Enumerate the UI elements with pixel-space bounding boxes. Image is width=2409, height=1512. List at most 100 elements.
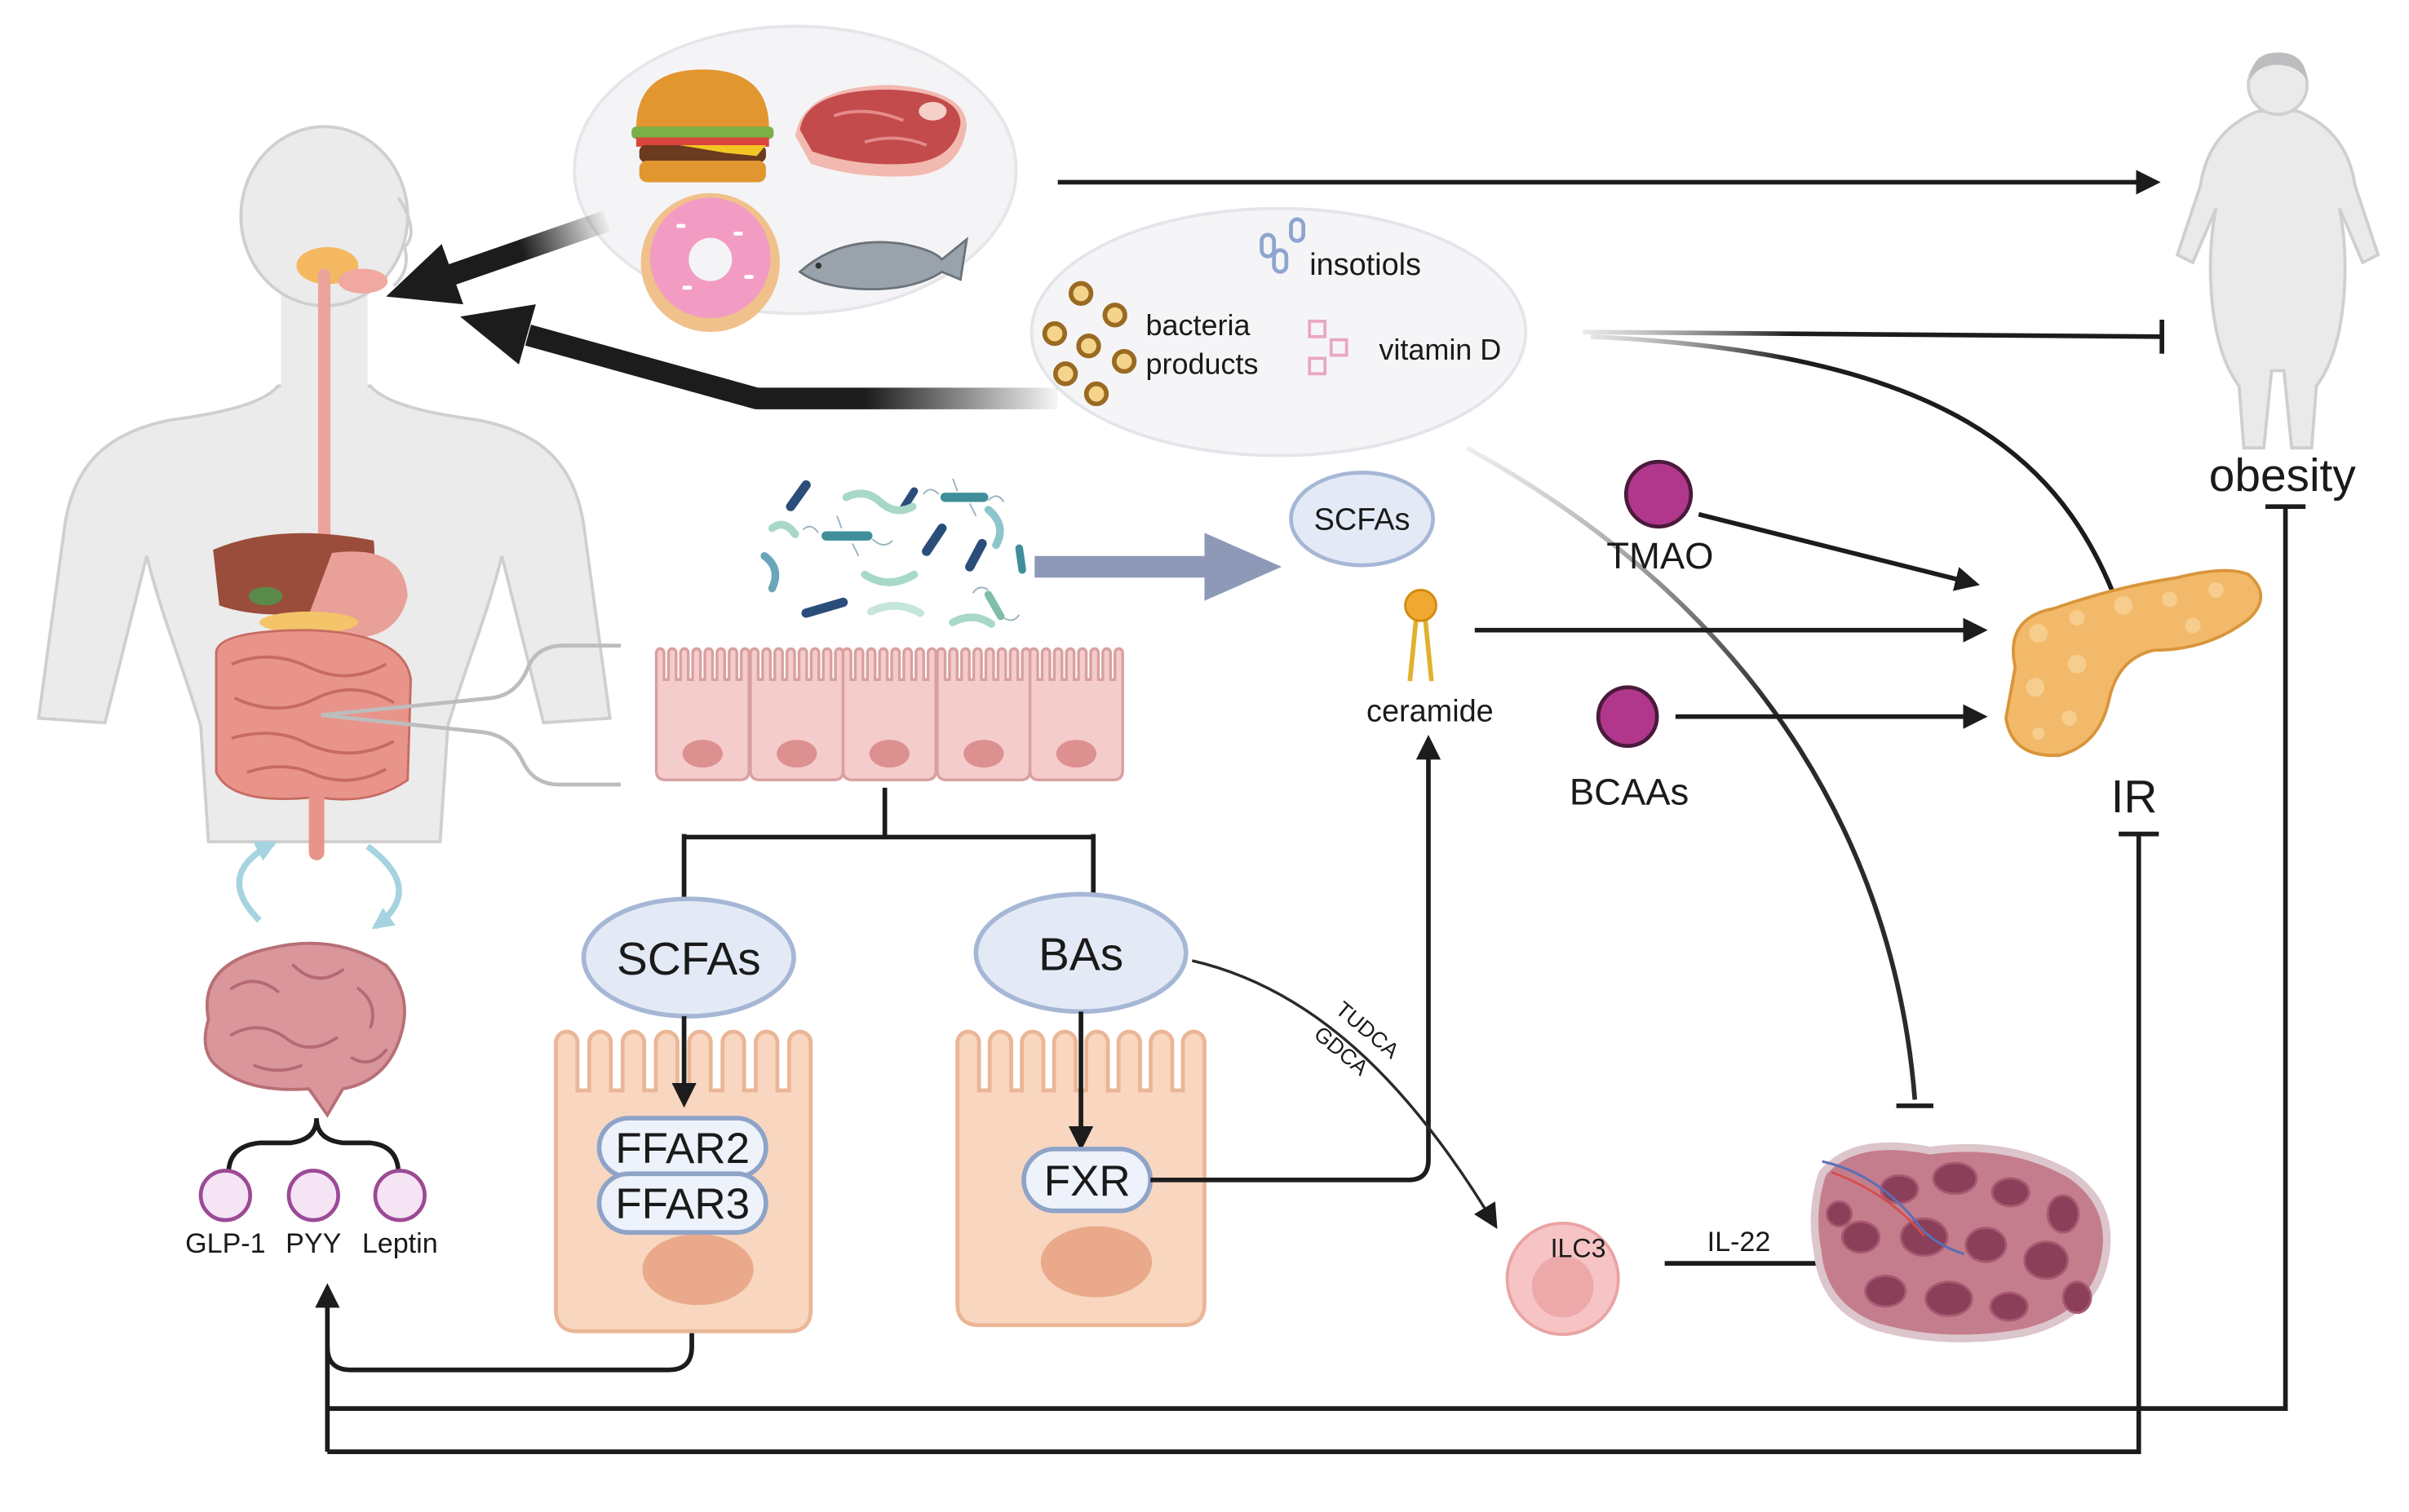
diet-to-mouth-arrow-part — [386, 244, 463, 305]
right-cell-nucleus — [1040, 1226, 1153, 1298]
glp1-label: GLP-1 — [185, 1228, 265, 1259]
supplements-to-mouth-arrow-part — [460, 304, 536, 365]
steak-icon-part — [833, 109, 928, 147]
supplements-to-mouth-arrow-part — [525, 325, 1058, 409]
scfas-top-bubble — [1289, 471, 1436, 568]
leptin-icon — [373, 1169, 427, 1222]
vitamin-d-label: vitamin D — [1379, 333, 1501, 366]
brain-icon-part — [203, 941, 406, 1118]
brain-icon — [203, 941, 406, 1118]
bacteria-products-icon-part — [1102, 303, 1127, 328]
burger-icon-part — [635, 69, 769, 129]
bacteria-icon — [760, 478, 1026, 628]
bacteria-icon-part — [801, 597, 848, 618]
il22-label: IL-22 — [1707, 1227, 1771, 1258]
obese-person-icon — [2175, 52, 2380, 450]
donut-icon-part-part — [733, 232, 743, 236]
bacteria-products-icon-part — [1076, 334, 1101, 359]
bacteria-icon-part — [768, 520, 799, 538]
ceramide-icon-part — [1423, 619, 1434, 682]
bacteria-icon-part — [965, 538, 987, 572]
bacteria-icon-part — [786, 480, 811, 511]
supplements-inhibit-obesity — [1583, 320, 2164, 354]
intestine-folds-part — [233, 687, 395, 710]
adipose-tissue-icon-part — [2061, 1280, 2092, 1315]
pancreas-icon — [2004, 568, 2262, 758]
ceramide-icon-part — [1404, 588, 1437, 622]
supplements-inhibit-obesity-part — [1583, 329, 2163, 339]
gallbladder — [248, 586, 283, 606]
adipose-tissue-icon-part — [1964, 1227, 2008, 1263]
obesity-inhibits-hormones-line — [327, 504, 2306, 1411]
pancreas-icon-part — [2026, 581, 2224, 741]
bacteria-icon-part — [949, 613, 996, 628]
bas-to-ilc3-arrow — [1191, 959, 1498, 1229]
ir-inhibits-hormones-line — [327, 831, 2159, 1454]
left-cell-nucleus — [642, 1234, 754, 1306]
pancreas-icon-part-part — [2069, 610, 2085, 626]
epithelial-cell — [1028, 647, 1124, 782]
bcaas-icon — [1596, 685, 1659, 749]
tmao-icon — [1623, 459, 1694, 529]
supplements-to-mouth-arrow — [460, 304, 1058, 409]
glp1-icon — [198, 1169, 253, 1222]
vitamin-d-icon-part — [1308, 320, 1327, 338]
adipose-tissue-icon-part — [1825, 1200, 1853, 1228]
fish-icon — [798, 237, 968, 291]
microbiota-to-metabolites-arrow — [1034, 533, 1282, 601]
epithelium-branch-lines — [681, 787, 1096, 912]
pancreas-icon-part-part — [2162, 591, 2178, 608]
epithelial-nucleus — [963, 740, 1004, 768]
adipose-tissue-icon-part — [1924, 1280, 1973, 1317]
donut-icon — [640, 192, 780, 333]
bacteria-products-label-line2: products — [1146, 347, 1259, 380]
ilc3-cell-icon-part — [1531, 1255, 1594, 1318]
ceramide-icon-part — [1407, 619, 1419, 682]
bacteria-icon-part — [899, 487, 919, 512]
bacteria-icon-part — [984, 590, 1005, 621]
insotiols-label: insotiols — [1309, 248, 1421, 282]
pancreas-icon-part-part — [2029, 624, 2048, 643]
bacteria-icon-part — [760, 552, 780, 593]
intestinal-epithelium — [654, 647, 1124, 782]
obese-person-icon-part — [2175, 109, 2380, 450]
ceramide-icon — [1404, 588, 1437, 682]
scfas-top-label: SCFAs — [1314, 503, 1410, 537]
ffar3-label: FFAR3 — [615, 1180, 750, 1228]
fish-icon-part — [815, 262, 822, 269]
steak-icon — [795, 85, 967, 177]
donut-icon-part-part — [682, 285, 693, 290]
pancreas-icon-part-part — [2208, 581, 2224, 598]
burger-icon-part — [631, 126, 774, 139]
bacteria-icon-part — [866, 602, 924, 617]
epithelial-nucleus — [869, 740, 910, 768]
epithelial-nucleus — [1056, 740, 1096, 768]
bacteria-products-label-line1: bacteria — [1146, 308, 1251, 342]
epithelial-nucleus — [777, 740, 817, 768]
pancreas-body — [2004, 568, 2262, 758]
burger-icon-part — [635, 137, 769, 147]
bacteria-products-icon-part — [1052, 361, 1078, 387]
pancreas-icon-part-part — [2032, 727, 2045, 741]
pancreas-icon-part-part — [2114, 595, 2133, 615]
diet-to-mouth-arrow-part — [447, 210, 611, 285]
bacteria-products-icon — [1042, 281, 1137, 407]
bacteria-icon-part — [1015, 544, 1026, 574]
fish-icon-part — [798, 237, 968, 291]
adipose-tissue-icon-part — [1840, 1220, 1881, 1254]
adipose-tissue-icon-part — [1991, 1177, 2030, 1208]
burger-icon-part — [639, 160, 766, 183]
ffar2-label: FFAR2 — [615, 1125, 750, 1173]
ir-inhibits-hormones-line-part — [327, 833, 2141, 1454]
obese-person-icon-part — [2250, 52, 2308, 81]
epithelial-cell — [654, 647, 751, 782]
obesity-label: obesity — [2209, 450, 2357, 502]
supplements-inhibit-adipose-part — [1465, 445, 1918, 1100]
adipose-tissue-icon-part — [1932, 1161, 1978, 1196]
brain-icon-part — [230, 963, 388, 1072]
supplements-bubble — [1030, 206, 1528, 458]
bas-label: BAs — [1038, 929, 1123, 980]
gut-brain-cycle-arrow-right — [365, 843, 402, 930]
insotiols-icon — [1260, 217, 1306, 274]
diet-to-mouth-arrow — [386, 210, 611, 305]
